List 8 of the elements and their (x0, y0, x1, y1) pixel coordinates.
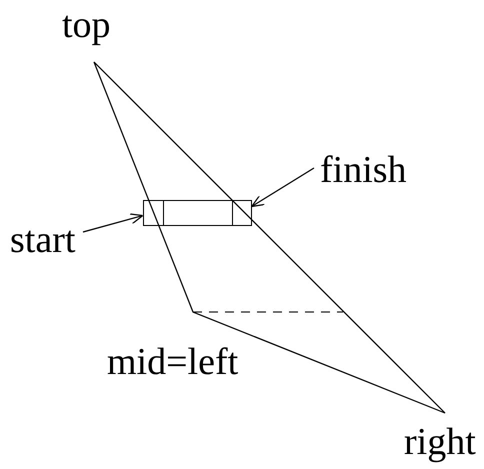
vertex-label: top (62, 6, 111, 44)
vertex-label: right (404, 423, 476, 461)
start-label: start (10, 221, 76, 259)
leader-arrow (251, 167, 314, 208)
finish-label: finish (320, 151, 407, 189)
segment-box (143, 200, 252, 226)
vertex-label: mid=left (107, 343, 238, 381)
leader-arrow (82, 213, 144, 233)
